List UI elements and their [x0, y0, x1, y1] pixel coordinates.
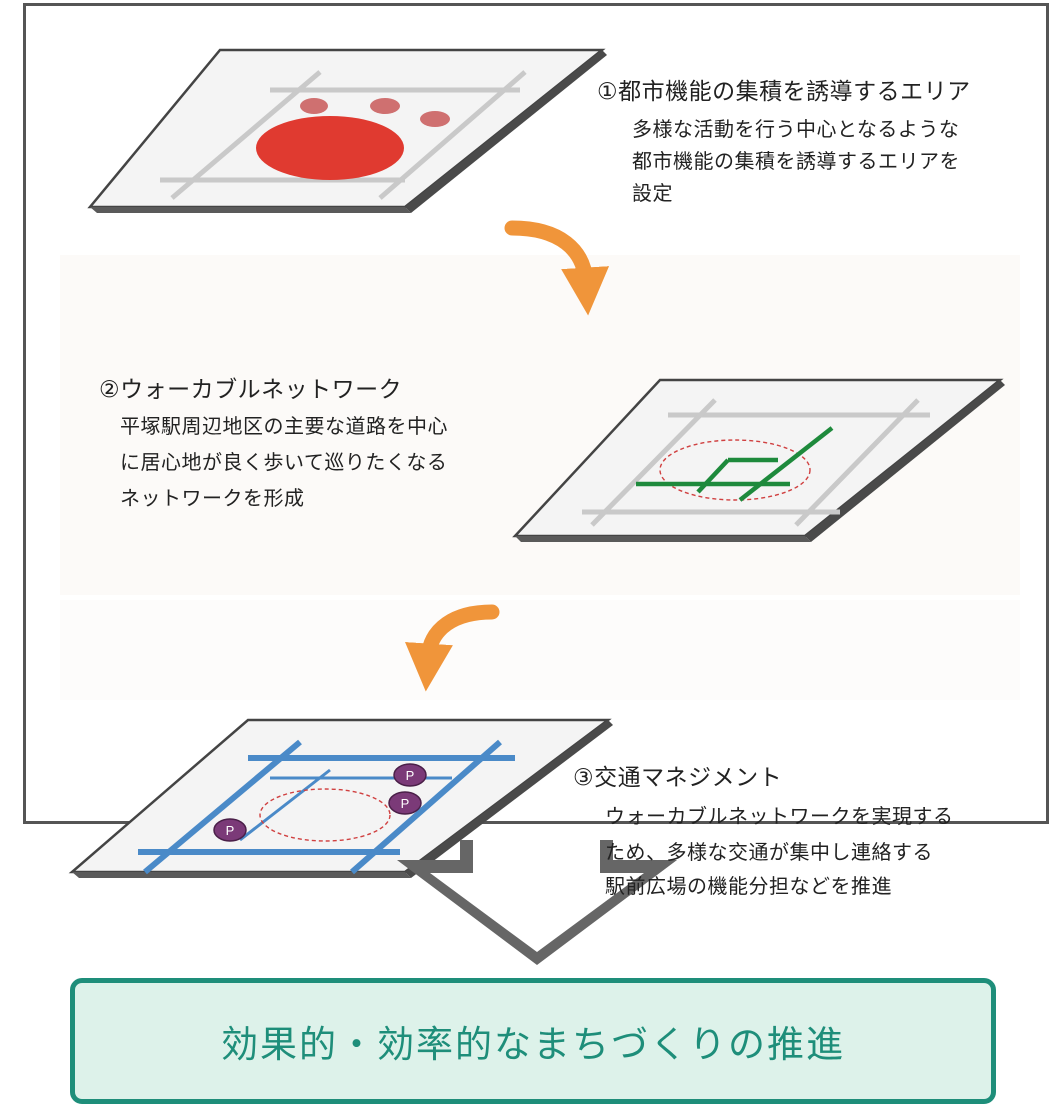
traffic-road: [239, 768, 331, 842]
step-2-desc-line: に居心地が良く歩いて巡りたくなる: [120, 450, 448, 474]
step-1-desc-line: 都市機能の集積を誘導するエリアを: [632, 149, 960, 173]
sub-area: [370, 98, 400, 114]
step-3-desc-line: 駅前広場の機能分担などを推進: [605, 874, 892, 898]
plate-edge: [805, 380, 1005, 542]
step-1-desc-line: 設定: [632, 181, 673, 205]
step-1-heading: ①都市機能の集積を誘導するエリア: [597, 79, 971, 105]
down-arrow: [397, 840, 677, 965]
plate-edge: [90, 207, 411, 213]
traffic-road: [143, 739, 302, 875]
plate-edge: [515, 536, 811, 542]
plate-area-diagram: [87, 48, 607, 213]
road-line: [794, 398, 920, 527]
background-panel: [60, 600, 1020, 700]
step-3-desc-line: ため、多様な交通が集中し連絡する: [605, 840, 933, 864]
central-area-outline: [659, 439, 811, 501]
curve-arrow: [504, 220, 610, 316]
plate-edge: [405, 720, 613, 878]
parking-label: P: [401, 796, 410, 811]
parking-marker: P: [388, 791, 422, 815]
plate-network-diagram: [512, 378, 1005, 542]
step-2-desc-line: ネットワークを形成: [120, 486, 305, 510]
road-line: [170, 70, 322, 200]
parking-marker: P: [393, 763, 427, 787]
road-line: [378, 70, 527, 200]
parking-marker: P: [213, 818, 247, 842]
step-2-heading: ②ウォーカブルネットワーク: [99, 377, 403, 403]
parking-label: P: [406, 768, 415, 783]
sub-area: [420, 111, 450, 127]
step-2-desc-line: 平塚駅周辺地区の主要な道路を中心: [120, 414, 448, 438]
central-area-outline: [259, 788, 391, 842]
step-3-heading: ③交通マネジメント: [573, 765, 783, 791]
result-box: 効果的・効率的なまちづくりの推進: [70, 978, 996, 1104]
result-text: 効果的・効率的なまちづくりの推進: [221, 1023, 845, 1066]
step-1-desc-line: 多様な活動を行う中心となるような: [632, 117, 960, 141]
sub-area: [300, 98, 328, 114]
road-line: [590, 398, 717, 527]
plate-edge: [405, 50, 607, 213]
network-path: [738, 426, 834, 502]
parking-label: P: [226, 823, 235, 838]
network-path: [696, 458, 730, 494]
plate-traffic-diagram: P P P: [68, 718, 613, 878]
plate-edge: [72, 872, 411, 878]
curve-arrow: [405, 604, 500, 692]
traffic-road: [350, 739, 502, 875]
step-3-desc-line: ウォーカブルネットワークを実現する: [605, 804, 954, 828]
central-area: [256, 116, 404, 180]
